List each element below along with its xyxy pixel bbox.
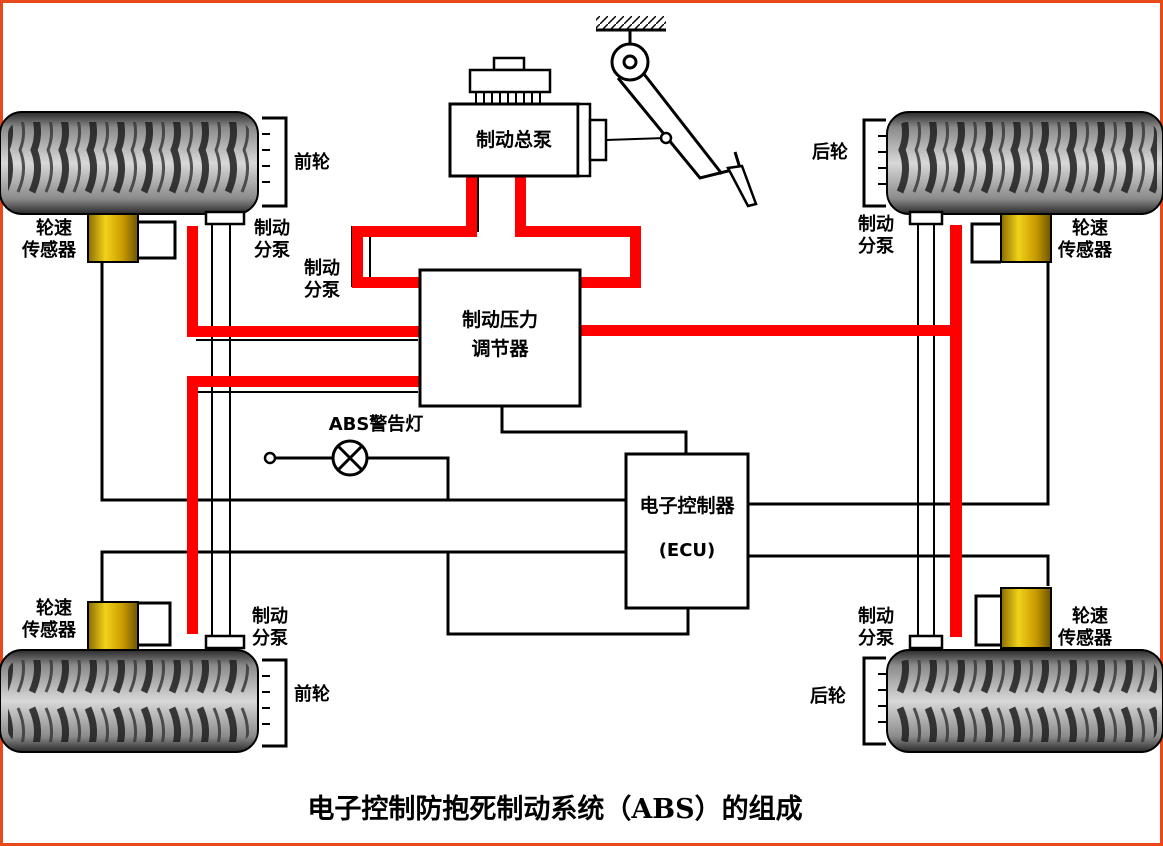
speed-sensor-rear-left	[87, 601, 139, 651]
modulator-label-line1: 制动压力	[462, 308, 538, 331]
speed-sensor-front-left	[87, 213, 139, 263]
rear-wheel-label-bottom: 后轮	[810, 685, 846, 707]
speed-sensor-label-rt-2: 传感器	[1057, 239, 1113, 261]
speed-sensors	[87, 213, 1052, 651]
wheel-cylinder-label-rb-1: 制动	[858, 606, 894, 627]
speed-sensor-label-bl-2: 传感器	[21, 619, 77, 641]
wheel-rear-right-top	[862, 111, 1163, 215]
speed-sensor-label-rb-1: 轮速	[1072, 605, 1108, 627]
wheel-cylinder-label-mid-1: 制动	[304, 258, 340, 279]
brake-lines	[187, 175, 962, 637]
wheel-cylinder-label-bl-2: 分泵	[252, 628, 288, 649]
speed-sensor-right-top	[1000, 213, 1052, 263]
wheel-front-left-bottom	[0, 649, 288, 753]
speed-sensor-label-rt-1: 轮速	[1072, 217, 1108, 239]
wheel-cylinder-label-rt-1: 制动	[858, 214, 894, 235]
wheel-cylinders	[204, 210, 944, 650]
rear-wheel-label-top: 后轮	[812, 141, 848, 163]
wheel-cylinder-label-bl-1: 制动	[252, 606, 288, 627]
speed-sensor-label-bl-1: 轮速	[36, 597, 72, 619]
wheel-front-left	[0, 111, 288, 215]
wheel-cylinder-label-mid-2: 分泵	[304, 280, 340, 301]
wheel-cylinder-label-rt-2: 分泵	[858, 236, 894, 257]
wheel-cylinder-label-fl-2: 分泵	[254, 240, 290, 261]
front-wheel-label-top: 前轮	[294, 151, 330, 173]
master-cylinder-label: 制动总泵	[476, 128, 552, 151]
wheel-rear-right-bottom	[862, 649, 1163, 753]
wheel-cylinder-label-rb-2: 分泵	[858, 628, 894, 649]
diagram-caption: 电子控制防抱死制动系统（ABS）的组成	[307, 793, 802, 825]
speed-sensor-label-fl-2: 传感器	[21, 239, 77, 261]
speed-sensor-label-fl-1: 轮速	[36, 217, 72, 239]
speed-sensor-label-rb-2: 传感器	[1057, 627, 1113, 649]
wiring	[100, 175, 1050, 650]
abs-warning-lamp-icon	[263, 439, 369, 477]
ecu-box	[624, 452, 750, 610]
speed-sensor-right-bottom	[1000, 587, 1052, 649]
modulator-label-line2: 调节器	[471, 338, 529, 360]
abs-warning-lamp-label: ABS警告灯	[329, 413, 424, 435]
ecu-label-line1: 电子控制器	[639, 494, 735, 517]
wheel-cylinder-label-fl-1: 制动	[254, 218, 290, 239]
ecu-label-line2: (ECU)	[659, 540, 716, 561]
pressure-modulator	[418, 268, 582, 408]
front-wheel-label-bottom: 前轮	[294, 683, 330, 705]
master-cylinder	[448, 56, 667, 178]
brake-pedal	[596, 16, 758, 208]
